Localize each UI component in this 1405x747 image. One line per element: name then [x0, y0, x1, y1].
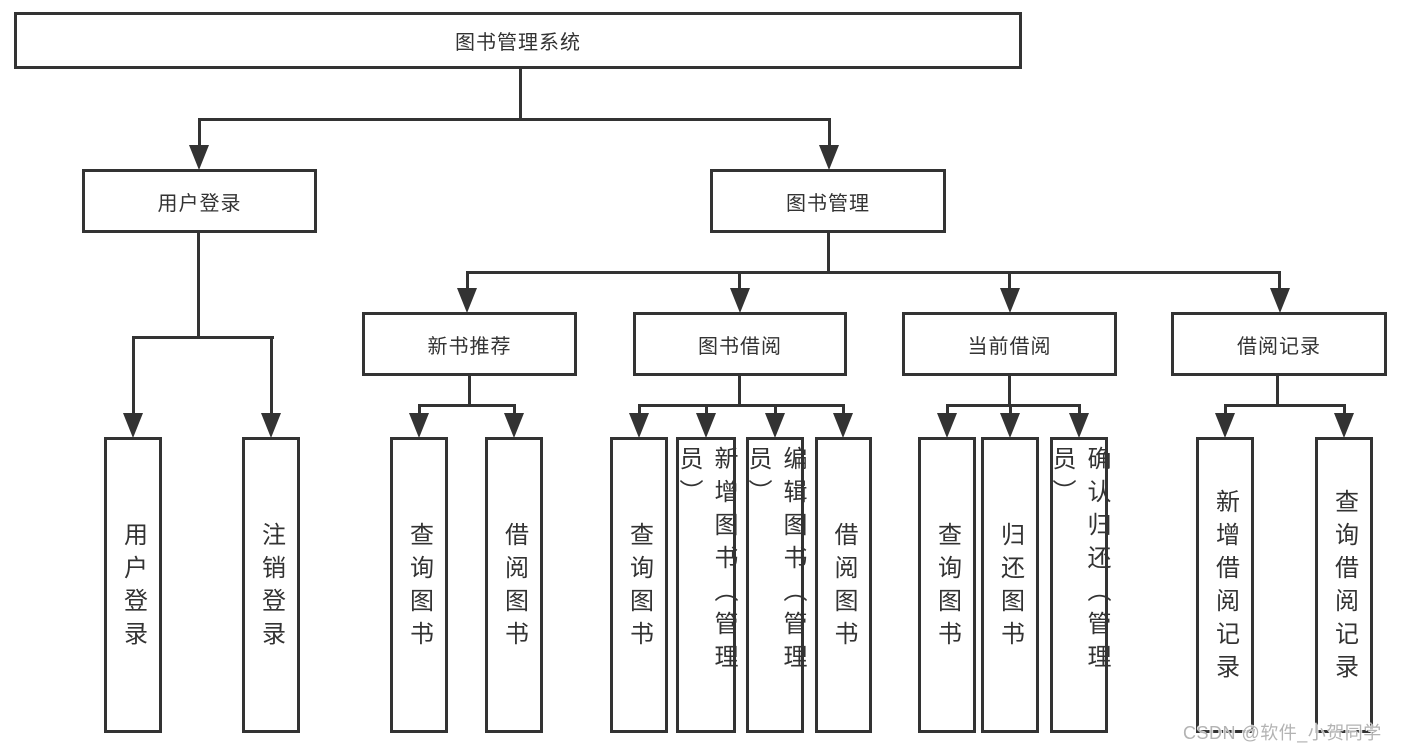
arrowhead-icon	[1270, 288, 1290, 313]
connector-line	[1008, 271, 1011, 293]
arrowhead-icon	[1000, 288, 1020, 313]
node-book-borrow: 图书借阅	[633, 312, 847, 376]
connector-line	[946, 404, 1081, 407]
node-leaf-edit-book-admin: 编辑图书（管理员）	[744, 437, 806, 733]
node-leaf-query-book-borrow: 查询图书	[610, 437, 668, 733]
connector-line	[132, 336, 274, 339]
connector-line	[705, 404, 708, 418]
arrowhead-icon	[504, 413, 524, 438]
arrowhead-icon	[1069, 413, 1089, 438]
node-book-management: 图书管理	[710, 169, 946, 233]
node-leaf-user-login: 用户登录	[104, 437, 162, 733]
node-leaf-query-book-current: 查询图书	[918, 437, 976, 733]
arrowhead-icon	[730, 288, 750, 313]
connector-line	[418, 404, 421, 418]
connector-line	[827, 233, 830, 272]
arrowhead-icon	[833, 413, 853, 438]
node-borrow-record: 借阅记录	[1171, 312, 1387, 376]
node-leaf-add-book-admin: 新增图书（管理员）	[675, 437, 737, 733]
csdn-watermark: CSDN @软件_小贺同学	[1183, 723, 1382, 743]
node-current-borrow: 当前借阅	[902, 312, 1117, 376]
connector-line	[1278, 271, 1281, 293]
node-leaf-add-borrow-record: 新增借阅记录	[1196, 437, 1254, 733]
node-leaf-return-book: 归还图书	[981, 437, 1039, 733]
node-leaf-borrow-book: 借阅图书	[815, 437, 872, 733]
arrowhead-icon	[1000, 413, 1020, 438]
arrowhead-icon	[189, 145, 209, 170]
connector-line	[132, 336, 135, 418]
connector-line	[638, 404, 845, 407]
arrowhead-icon	[123, 413, 143, 438]
connector-line	[1078, 404, 1081, 418]
arrowhead-icon	[696, 413, 716, 438]
connector-line	[1009, 404, 1012, 418]
connector-line	[468, 376, 471, 405]
arrowhead-icon	[937, 413, 957, 438]
connector-line	[1224, 404, 1227, 418]
arrowhead-icon	[1334, 413, 1354, 438]
connector-line	[738, 376, 741, 405]
node-root: 图书管理系统	[14, 12, 1022, 69]
connector-line	[774, 404, 777, 418]
connector-line	[738, 271, 741, 293]
node-user-login: 用户登录	[82, 169, 317, 233]
node-leaf-confirm-return-admin: 确认归还（管理员）	[1048, 437, 1110, 733]
connector-line	[1008, 376, 1011, 405]
connector-line	[198, 118, 201, 148]
connector-line	[1276, 376, 1279, 405]
connector-line	[1343, 404, 1346, 418]
connector-line	[1224, 404, 1345, 407]
connector-line	[946, 404, 949, 418]
connector-line	[197, 233, 200, 338]
arrowhead-icon	[819, 145, 839, 170]
connector-line	[638, 404, 641, 418]
connector-line	[466, 271, 1281, 274]
connector-line	[466, 271, 469, 293]
node-leaf-query-borrow-record: 查询借阅记录	[1315, 437, 1373, 733]
connector-line	[828, 118, 831, 148]
arrowhead-icon	[629, 413, 649, 438]
connector-line	[842, 404, 845, 418]
connector-line	[513, 404, 516, 418]
arrowhead-icon	[261, 413, 281, 438]
arrowhead-icon	[765, 413, 785, 438]
connector-line	[198, 118, 831, 121]
connector-line	[418, 404, 516, 407]
arrowhead-icon	[457, 288, 477, 313]
connector-line	[270, 336, 273, 418]
node-leaf-logout: 注销登录	[242, 437, 300, 733]
arrowhead-icon	[409, 413, 429, 438]
node-new-book-recommend: 新书推荐	[362, 312, 577, 376]
node-leaf-borrow-book-recommend: 借阅图书	[485, 437, 543, 733]
arrowhead-icon	[1215, 413, 1235, 438]
connector-line	[519, 69, 522, 118]
node-leaf-query-book-recommend: 查询图书	[390, 437, 448, 733]
